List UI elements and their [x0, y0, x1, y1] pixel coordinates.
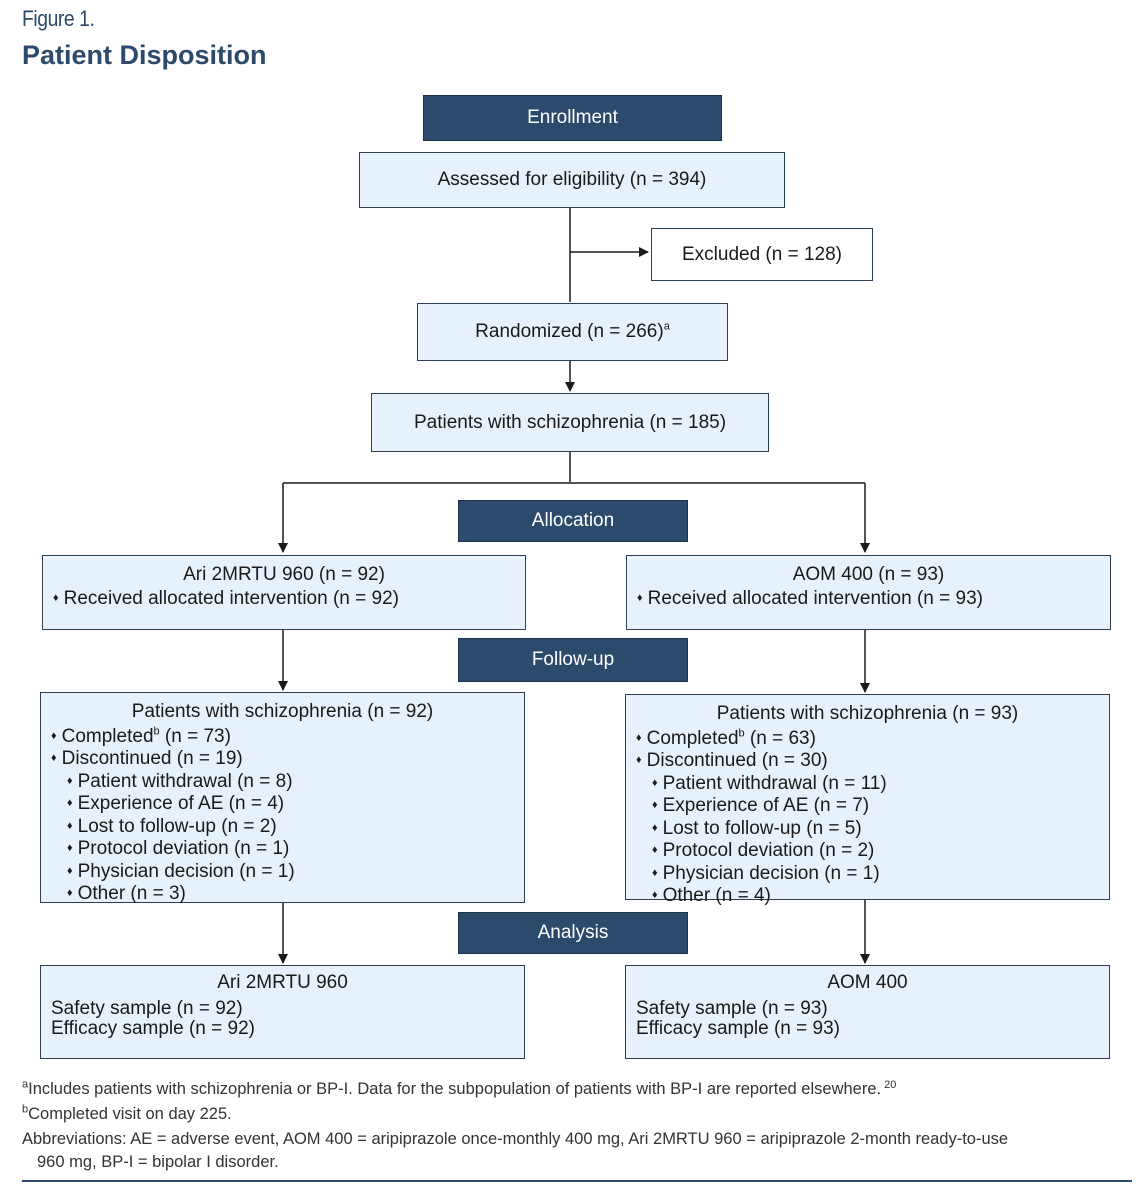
right-allocation-received: Received allocated intervention (n = 93) [637, 587, 1110, 613]
stage-enrollment: Enrollment [423, 95, 722, 141]
left-safety-sample: Safety sample (n = 92) [51, 997, 243, 1019]
footnote-a-marker: a [663, 320, 670, 333]
right-discontinued: Discontinued (n = 30) [636, 750, 1109, 774]
excluded-box: Excluded (n = 128) [651, 228, 873, 281]
right-reason-item: Other (n = 4) [636, 885, 1109, 909]
flow-connectors [278, 207, 870, 964]
left-reason-item: Lost to follow-up (n = 2) [51, 816, 524, 840]
randomized-text: Randomized (n = 266)a [475, 320, 670, 342]
right-efficacy-sample: Efficacy sample (n = 93) [636, 1018, 840, 1039]
left-followup-box: Patients with schizophrenia (n = 92) Com… [40, 692, 525, 904]
left-completed: Completedb (n = 73) [51, 726, 524, 750]
stage-followup: Follow-up [458, 638, 688, 682]
left-analysis-box: Ari 2MRTU 960 Safety sample (n = 92) Eff… [40, 965, 525, 1059]
bottom-rule [22, 1180, 1132, 1182]
right-analysis-box: AOM 400 Safety sample (n = 93) Efficacy … [625, 965, 1110, 1059]
left-discontinued: Discontinued (n = 19) [51, 748, 524, 772]
schizophrenia-box: Patients with schizophrenia (n = 185) [371, 393, 769, 452]
left-followup-title: Patients with schizophrenia (n = 92) [131, 701, 434, 722]
excluded-text: Excluded (n = 128) [681, 243, 842, 265]
assessed-text: Assessed for eligibility (n = 394) [437, 169, 707, 190]
right-completed: Completedb (n = 63) [636, 728, 1109, 752]
left-efficacy-sample: Efficacy sample (n = 92) [51, 1018, 255, 1039]
abbreviations-line-1: Abbreviations: AE = adverse event, AOM 4… [22, 1130, 1009, 1148]
right-allocation-title: AOM 400 (n = 93) [792, 564, 945, 585]
figure-label: Figure 1. [22, 6, 95, 31]
left-analysis-title: Ari 2MRTU 960 [217, 972, 348, 993]
right-reason-item: Physician decision (n = 1) [636, 863, 1109, 887]
right-followup-title: Patients with schizophrenia (n = 93) [716, 703, 1019, 724]
right-reason-item: Patient withdrawal (n = 11) [636, 773, 1109, 797]
figure-title: Patient Disposition [22, 40, 267, 70]
right-reason-item: Experience of AE (n = 7) [636, 795, 1109, 819]
left-allocation-title: Ari 2MRTU 960 (n = 92) [183, 564, 385, 585]
abbreviations-line-2: 960 mg, BP-I = bipolar I disorder. [37, 1153, 279, 1171]
footnote-b: bCompleted visit on day 225. [22, 1103, 232, 1123]
stage-analysis: Analysis [458, 912, 688, 954]
assessed-box: Assessed for eligibility (n = 394) [359, 152, 785, 208]
right-analysis-title: AOM 400 [827, 972, 908, 993]
schizophrenia-text: Patients with schizophrenia (n = 185) [413, 411, 727, 433]
left-reason-item: Other (n = 3) [51, 883, 524, 907]
right-followup-box: Patients with schizophrenia (n = 93) Com… [625, 694, 1110, 906]
randomized-box: Randomized (n = 266)a [417, 303, 728, 361]
right-reason-item: Protocol deviation (n = 2) [636, 840, 1109, 864]
right-allocation-box: AOM 400 (n = 93) Received allocated inte… [626, 555, 1111, 630]
right-safety-sample: Safety sample (n = 93) [636, 997, 828, 1019]
left-reason-item: Patient withdrawal (n = 8) [51, 771, 524, 795]
left-reason-item: Physician decision (n = 1) [51, 861, 524, 885]
right-reason-item: Lost to follow-up (n = 5) [636, 818, 1109, 842]
left-reason-item: Experience of AE (n = 4) [51, 793, 524, 817]
left-allocation-received: Received allocated intervention (n = 92) [53, 587, 525, 613]
left-allocation-box: Ari 2MRTU 960 (n = 92) Received allocate… [42, 555, 526, 630]
footnote-a: aIncludes patients with schizophrenia or… [22, 1078, 897, 1098]
left-reason-item: Protocol deviation (n = 1) [51, 838, 524, 862]
stage-allocation: Allocation [458, 500, 688, 542]
